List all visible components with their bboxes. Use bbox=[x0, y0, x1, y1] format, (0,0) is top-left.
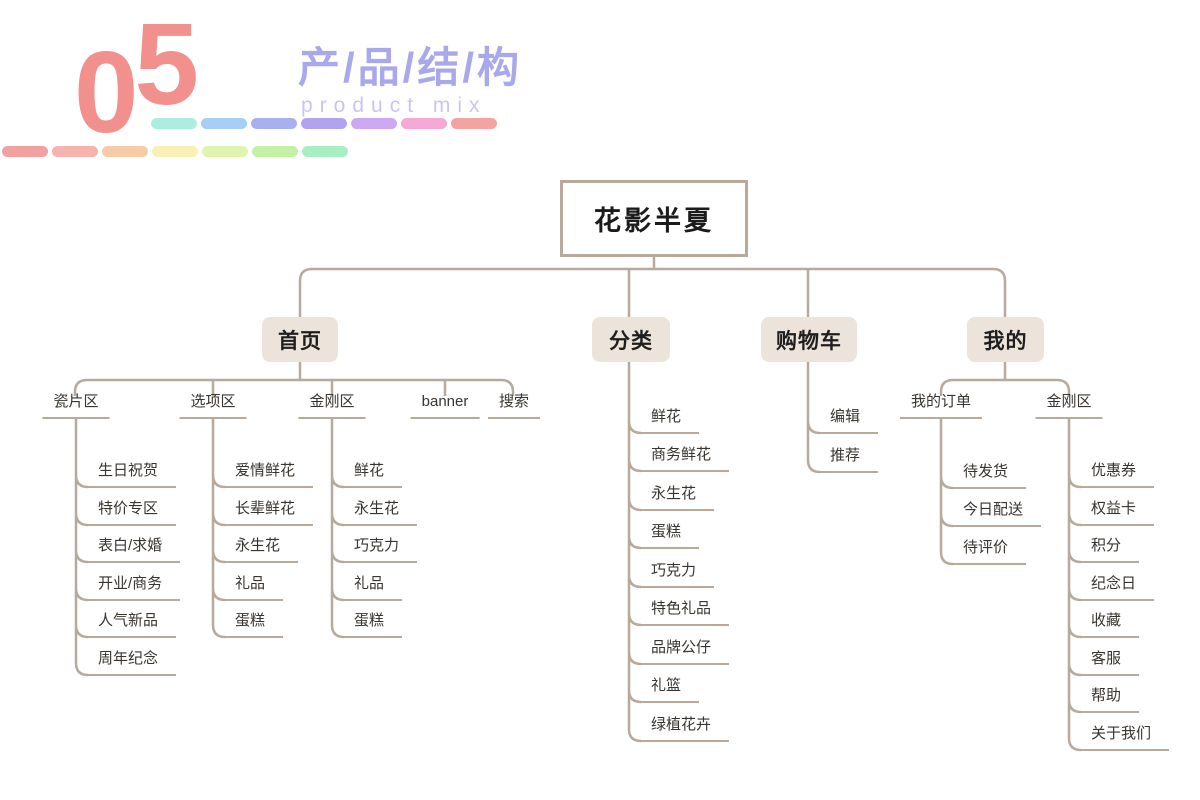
node-tile-area: 瓷片区 bbox=[42, 389, 110, 419]
node-special-offer-zone: 特价专区 bbox=[88, 496, 177, 526]
decorative-dash bbox=[151, 118, 197, 129]
node-kingkong-area: 金刚区 bbox=[298, 389, 366, 419]
decorative-dashes-bottom bbox=[2, 146, 348, 157]
decorative-dash bbox=[52, 146, 98, 157]
node-chocolate: 巧克力 bbox=[344, 533, 418, 563]
section-number-digit-5: 5 bbox=[134, 0, 199, 129]
node-special-gifts: 特色礼品 bbox=[641, 596, 730, 626]
decorative-dash bbox=[302, 146, 348, 157]
node-cake: 蛋糕 bbox=[641, 519, 700, 549]
connector-category bbox=[627, 362, 642, 743]
node-benefit-card: 权益卡 bbox=[1081, 496, 1155, 526]
page-title: 产/品/结/构 bbox=[298, 44, 523, 91]
node-to-ship: 待发货 bbox=[953, 459, 1027, 489]
connector-cart bbox=[806, 362, 821, 474]
node-my-orders: 我的订单 bbox=[899, 389, 983, 419]
connector-mine-kingkong bbox=[1067, 418, 1082, 752]
decorative-dash bbox=[2, 146, 48, 157]
connector-mine-orders bbox=[939, 418, 954, 566]
decorative-dash bbox=[152, 146, 198, 157]
decorative-dash bbox=[251, 118, 297, 129]
connector-home-kingkong bbox=[330, 418, 345, 639]
connector-home-tiles bbox=[74, 418, 89, 677]
node-customer-service: 客服 bbox=[1081, 646, 1140, 676]
node-love-flowers: 爱情鲜花 bbox=[225, 458, 314, 488]
node-confession-proposal: 表白/求婚 bbox=[88, 533, 181, 563]
decorative-dash bbox=[351, 118, 397, 129]
decorative-dash bbox=[301, 118, 347, 129]
node-fresh-flowers: 鲜花 bbox=[344, 458, 403, 488]
node-category: 分类 bbox=[592, 317, 670, 362]
decorative-dash bbox=[252, 146, 298, 157]
node-recommend: 推荐 bbox=[820, 443, 879, 473]
node-green-plants: 绿植花卉 bbox=[641, 712, 730, 742]
node-gift: 礼品 bbox=[225, 571, 284, 601]
node-option-area: 选项区 bbox=[179, 389, 247, 419]
node-mine-kingkong: 金刚区 bbox=[1035, 389, 1103, 419]
node-eternal-flower: 永生花 bbox=[641, 481, 715, 511]
connector-root-to-level1 bbox=[298, 257, 1007, 317]
node-cake: 蛋糕 bbox=[344, 608, 403, 638]
decorative-dash bbox=[102, 146, 148, 157]
node-eternal-flower: 永生花 bbox=[344, 496, 418, 526]
node-brand-dolls: 品牌公仔 bbox=[641, 635, 730, 665]
section-number: 05 bbox=[74, 6, 199, 150]
decorative-dash bbox=[451, 118, 497, 129]
connector-home-rail bbox=[73, 362, 515, 396]
page-subtitle: product mix bbox=[301, 94, 487, 117]
node-gift-basket: 礼篮 bbox=[641, 673, 700, 703]
root-node-app-name: 花影半夏 bbox=[560, 180, 748, 257]
node-to-review: 待评价 bbox=[953, 535, 1027, 565]
node-anniversary: 周年纪念 bbox=[88, 646, 177, 676]
node-search: 搜索 bbox=[487, 389, 541, 419]
node-chocolate: 巧克力 bbox=[641, 558, 715, 588]
node-eternal-flower: 永生花 bbox=[225, 533, 299, 563]
node-opening-business: 开业/商务 bbox=[88, 571, 181, 601]
node-banner: banner bbox=[410, 389, 480, 419]
node-mine: 我的 bbox=[967, 317, 1044, 362]
node-popular-new: 人气新品 bbox=[88, 608, 177, 638]
node-favorites: 收藏 bbox=[1081, 608, 1140, 638]
node-fresh-flowers: 鲜花 bbox=[641, 404, 700, 434]
node-coupons: 优惠券 bbox=[1081, 458, 1155, 488]
node-business-flowers: 商务鲜花 bbox=[641, 442, 730, 472]
decorative-dashes-top bbox=[151, 118, 497, 129]
node-help: 帮助 bbox=[1081, 683, 1140, 713]
decorative-dash bbox=[201, 118, 247, 129]
node-cart: 购物车 bbox=[761, 317, 857, 362]
node-cake: 蛋糕 bbox=[225, 608, 284, 638]
node-about-us: 关于我们 bbox=[1081, 721, 1170, 751]
node-birthday-greeting: 生日祝贺 bbox=[88, 458, 177, 488]
node-edit: 编辑 bbox=[820, 404, 879, 434]
section-number-digit-0: 0 bbox=[74, 27, 138, 157]
node-points: 积分 bbox=[1081, 533, 1140, 563]
decorative-dash bbox=[202, 146, 248, 157]
node-gift: 礼品 bbox=[344, 571, 403, 601]
node-anniversary-day: 纪念日 bbox=[1081, 571, 1155, 601]
node-today-delivery: 今日配送 bbox=[953, 497, 1042, 527]
node-home: 首页 bbox=[262, 317, 338, 362]
connector-home-options bbox=[211, 418, 226, 639]
connector-mine-rail bbox=[939, 362, 1071, 396]
decorative-dash bbox=[401, 118, 447, 129]
node-elder-flowers: 长辈鲜花 bbox=[225, 496, 314, 526]
